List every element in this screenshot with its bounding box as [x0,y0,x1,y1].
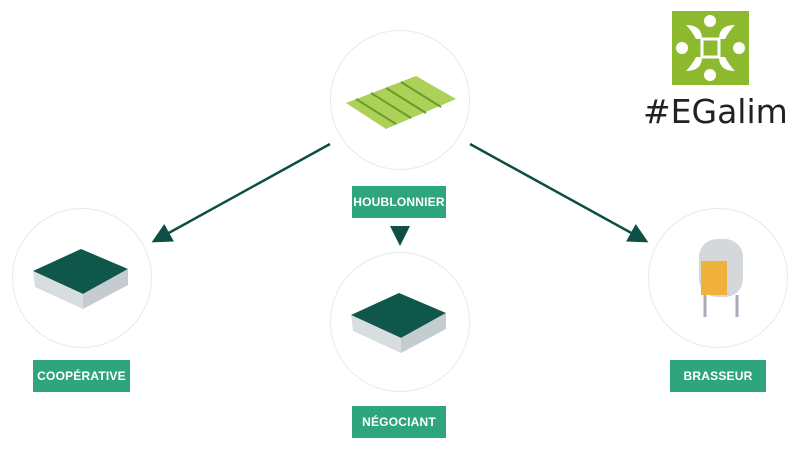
brasseur-circle [648,208,788,348]
warehouse-icon [33,249,128,309]
warehouse-icon [351,293,446,353]
egalim-logo [672,11,749,85]
label-brasseur: BRASSEUR [670,360,766,392]
cooperative-circle [12,208,152,348]
egalim-emblem-icon [676,15,745,81]
egalim-logo-text: #EGalim [643,92,788,131]
arrow-to-brasseur [469,142,649,243]
hop-field-icon [346,76,456,129]
hop-field-circle [330,30,470,170]
label-houblonnier: HOUBLONNIER [352,186,446,218]
negociant-circle [330,252,470,392]
label-negociant: NÉGOCIANT [352,406,446,438]
arrow-to-cooperative [151,142,331,243]
label-cooperative: COOPÉRATIVE [33,360,130,392]
brewing-tank-icon [699,239,743,317]
